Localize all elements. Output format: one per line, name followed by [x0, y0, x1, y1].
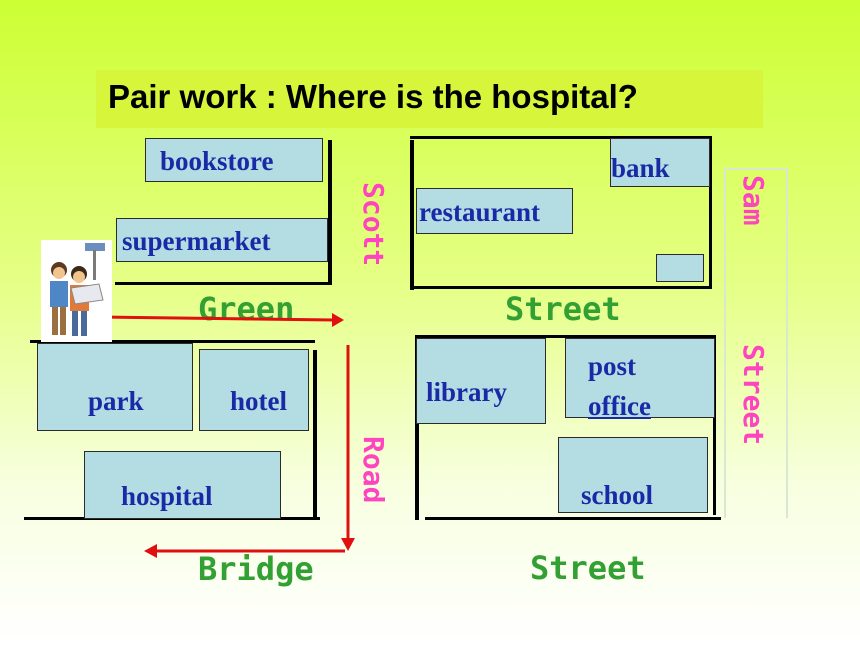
block-edge-nw-bottom	[115, 282, 332, 285]
building-library[interactable]: library	[416, 338, 546, 424]
building-label: bookstore	[160, 146, 274, 176]
block-edge-ne-left	[410, 140, 414, 290]
building-label: park	[88, 386, 144, 416]
building-park[interactable]: park	[37, 343, 193, 431]
street-label-bridge: Bridge	[198, 550, 314, 588]
route-arrow-west	[144, 544, 345, 558]
building-bookstore[interactable]: bookstore	[145, 138, 323, 182]
building-small-unlabeled[interactable]	[656, 254, 704, 282]
block-edge-nw-right	[328, 140, 332, 285]
street-label-sam: Sam	[737, 175, 770, 226]
building-restaurant[interactable]: restaurant	[416, 188, 573, 234]
street-label-sam-street: Street	[737, 344, 770, 446]
two-children-with-map-icon	[50, 243, 105, 336]
building-label: hospital	[121, 481, 213, 511]
building-label: library	[426, 377, 507, 407]
block-edge-sw-top	[30, 340, 315, 343]
building-hospital[interactable]: hospital	[84, 451, 281, 519]
block-edge-ne-top	[410, 136, 712, 139]
building-hotel[interactable]: hotel	[199, 349, 309, 431]
building-label: restaurant	[419, 197, 540, 227]
building-label-line1: post	[588, 351, 637, 381]
building-label: hotel	[230, 386, 287, 416]
sam-street-border-right	[786, 168, 788, 518]
building-school[interactable]: school	[558, 437, 708, 513]
street-label-road: Road	[357, 436, 390, 504]
building-label: supermarket	[122, 226, 271, 256]
sam-street-border-top	[724, 168, 788, 170]
people-figure	[41, 240, 112, 342]
page-title: Pair work : Where is the hospital?	[108, 78, 638, 115]
street-label-scott: Scott	[357, 182, 390, 267]
street-label-street-bottom: Street	[530, 549, 646, 587]
block-edge-se-right	[713, 335, 716, 515]
block-edge-se-left	[415, 335, 419, 520]
building-label-line2: office	[588, 391, 651, 421]
block-edge-se-bottom	[425, 517, 721, 520]
building-post-office[interactable]: post office	[565, 338, 715, 421]
block-edge-ne-right	[709, 136, 712, 288]
building-supermarket[interactable]: supermarket	[116, 218, 328, 262]
block-edge-sw-right	[313, 350, 317, 520]
block-edge-ne-bottom	[410, 286, 712, 289]
block-edge-se-top	[415, 335, 715, 338]
building-bank[interactable]: bank	[610, 138, 710, 187]
building-label: school	[581, 480, 654, 510]
street-label-green: Green	[198, 290, 295, 328]
sam-street-border-left	[724, 168, 726, 518]
route-arrow-south	[341, 345, 355, 551]
route-arrow-east	[99, 313, 344, 327]
street-label-street-top: Street	[505, 290, 621, 328]
building-label: bank	[611, 153, 670, 183]
title-bar	[96, 70, 763, 128]
